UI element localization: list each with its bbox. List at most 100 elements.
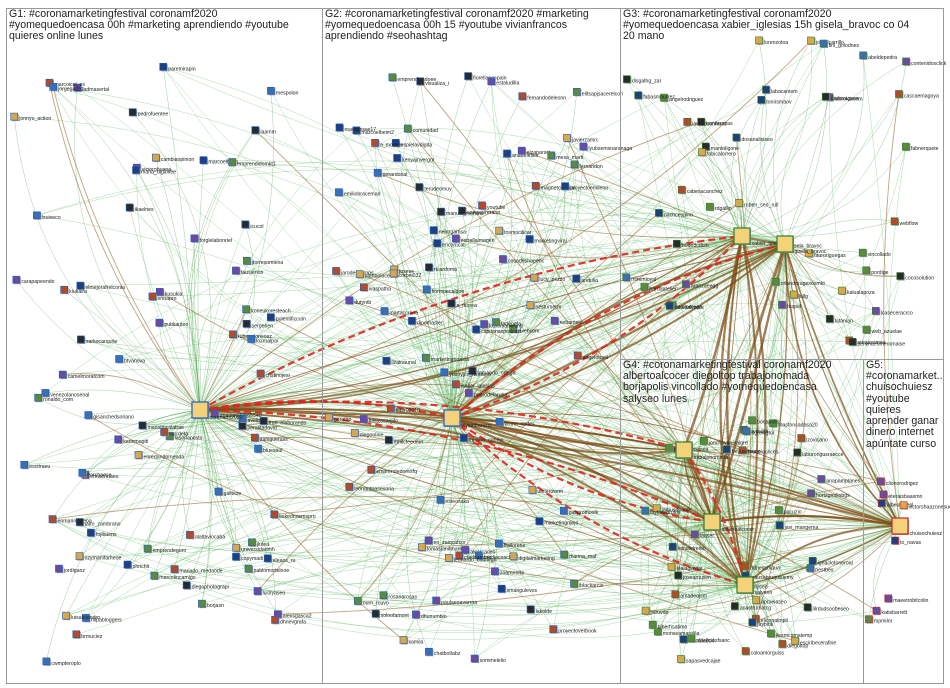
graph-node[interactable]: diegophotograpi [182, 581, 229, 591]
graph-node[interactable]: pordige [862, 266, 889, 276]
graph-node[interactable]: jamusdbonfe [652, 504, 692, 514]
graph-node[interactable]: venezolanosenal [41, 389, 89, 398]
graph-node[interactable]: aleaos_ru [263, 554, 296, 564]
graph-node[interactable]: diegoltop [778, 640, 809, 649]
graph-node[interactable]: lorenzotoa [755, 36, 789, 46]
graph-node[interactable]: kiukaira [60, 285, 87, 295]
graph-node[interactable]: fernando_ortega [468, 367, 516, 376]
graph-node[interactable]: ivaspatha [359, 283, 391, 293]
graph-node[interactable]: bruno_cortes [495, 417, 535, 427]
graph-node[interactable]: borjapolis [748, 416, 780, 426]
graph-node[interactable]: koneukoresteach [242, 305, 291, 315]
graph-node[interactable]: gerardorial [373, 168, 407, 178]
graph-node[interactable]: nodo3cdcm [673, 239, 709, 249]
graph-node[interactable]: katisbarrett [872, 606, 908, 616]
graph-node[interactable]: webflow [890, 217, 919, 227]
graph-node[interactable]: finl_golodnes [819, 39, 860, 49]
graph-node[interactable]: corbei032 [389, 269, 421, 279]
graph-node[interactable]: kusukia [155, 288, 182, 297]
graph-node[interactable]: jtorresomiena [243, 256, 283, 266]
graph-node[interactable]: a_molado [371, 139, 403, 148]
graph-node[interactable]: dhnevgrafa [271, 616, 307, 625]
graph-node[interactable]: estaludilla [487, 77, 520, 87]
graph-node[interactable]: estrellaimagen [452, 234, 495, 244]
graph-node[interactable]: pacuzio [774, 506, 802, 515]
graph-node[interactable]: elalaglayjar [667, 562, 703, 572]
graph-node[interactable]: nachcespino [655, 209, 693, 218]
graph-node[interactable]: jorgalcarrillo [807, 36, 844, 46]
hub-node[interactable]: salyseo [736, 576, 772, 596]
graph-node[interactable]: ourn_rcuvo [353, 597, 389, 606]
graph-node[interactable]: espielavdigita [391, 139, 432, 148]
graph-node[interactable]: dosanalisiseo [732, 133, 773, 143]
graph-node[interactable]: clionorodrigez [877, 477, 919, 487]
graph-node[interactable]: alpeliciosfsanc [687, 634, 731, 644]
graph-node[interactable]: emilcteeumn [384, 436, 423, 445]
graph-node[interactable]: anapamplanes [817, 475, 861, 484]
graph-node[interactable]: enriapro [148, 292, 177, 302]
graph-node[interactable]: angelrodriguez [660, 93, 704, 103]
graph-node[interactable]: rosanarosas [379, 591, 417, 601]
graph-node[interactable]: escitraeu [20, 460, 51, 470]
graph-node[interactable]: esciribecerafine [791, 636, 836, 646]
graph-node[interactable]: fabnerquete [902, 142, 939, 152]
hub-node[interactable]: trabajonomada [675, 441, 728, 461]
graph-node[interactable]: jaybink [748, 618, 774, 628]
graph-node[interactable]: lakolde [526, 605, 552, 615]
graph-node[interactable]: jorgegadaz [49, 83, 85, 92]
graph-node[interactable]: paulaeoavarrna [432, 596, 478, 606]
graph-node[interactable]: sarkocarqurle [77, 335, 117, 345]
hub-node[interactable]: coronamf2020 [191, 401, 243, 421]
graph-node[interactable]: cabesacanchez [677, 185, 723, 195]
graph-node[interactable]: ronaldo_com [34, 393, 73, 403]
graph-node[interactable]: proyectoemilenn [561, 182, 609, 192]
graph-node[interactable]: ikaelnes [125, 203, 154, 213]
graph-node[interactable]: lsuixeco [33, 211, 61, 221]
graph-node[interactable]: elmejorafrelconia [76, 281, 125, 291]
graph-node[interactable]: lauraoconrarez [683, 117, 728, 127]
graph-node[interactable]: to_navas [891, 536, 922, 546]
graph-node[interactable]: smangulevos [497, 584, 538, 594]
graph-node[interactable]: ladmasertal [73, 83, 109, 93]
graph-node[interactable]: comunidad [403, 124, 438, 134]
graph-node[interactable]: mediacoach [474, 551, 512, 561]
graph-node[interactable]: amadeojsm [671, 590, 707, 600]
graph-node[interactable]: enredandomenda [134, 451, 184, 460]
graph-node[interactable]: uloterosem [528, 485, 563, 495]
graph-node[interactable]: dutyntb [345, 296, 372, 306]
graph-node[interactable]: jonnyu_action [10, 112, 52, 122]
graph-node[interactable]: lyubsemsnaranaga [579, 142, 632, 152]
graph-node[interactable]: laylacedrulos [641, 506, 681, 516]
graph-node[interactable]: bluexaul [254, 444, 283, 454]
graph-node[interactable]: bardaatelier [640, 283, 677, 292]
graph-node[interactable]: proyectoverbook [549, 625, 597, 635]
graph-node[interactable]: marketingboasia [421, 353, 469, 363]
graph-node[interactable]: dinomaster [408, 316, 443, 326]
graph-node[interactable]: marina_maf [560, 550, 597, 560]
graph-node[interactable]: mespolon [267, 87, 299, 96]
graph-node[interactable]: leonardoasesoria [345, 482, 394, 492]
graph-node[interactable]: angelotrael [573, 351, 608, 361]
graph-node[interactable]: kdsr02010 [386, 404, 420, 414]
graph-node[interactable]: fiormpecalque [422, 285, 464, 295]
graph-node[interactable]: jlesmcgmatemp [767, 629, 812, 639]
graph-node[interactable]: victorshaazonesue [899, 501, 950, 511]
graph-node[interactable]: linkedncemspro [270, 510, 316, 520]
hub-node[interactable]: chuisochuiesz [891, 517, 942, 537]
graph-node[interactable]: carapapeendo [12, 275, 55, 285]
graph-node[interactable]: pestbes [806, 564, 834, 574]
graph-node[interactable]: terudeomuy [415, 183, 452, 193]
graph-node[interactable]: lzovicano [797, 434, 828, 443]
graph-node[interactable]: maeetrobitcolin [884, 594, 929, 604]
graph-node[interactable]: camelmoratcom [58, 370, 105, 380]
graph-node[interactable]: pedrodelaruba [465, 389, 507, 398]
graph-node[interactable]: mariado_medaode [170, 565, 223, 575]
graph-node[interactable]: soloofamont [371, 609, 409, 619]
graph-node[interactable]: joseamusen [674, 571, 712, 581]
graph-node[interactable]: lcmutelrenio [668, 542, 706, 552]
graph-node[interactable]: eo_zaiqcatcor [424, 536, 466, 546]
graph-node[interactable]: fauroriguegas [805, 249, 847, 259]
graph-node[interactable]: manoliocalatrae [138, 421, 184, 431]
graph-node[interactable]: universidadmh [232, 543, 275, 553]
graph-node[interactable]: luisalejandro [62, 611, 100, 621]
